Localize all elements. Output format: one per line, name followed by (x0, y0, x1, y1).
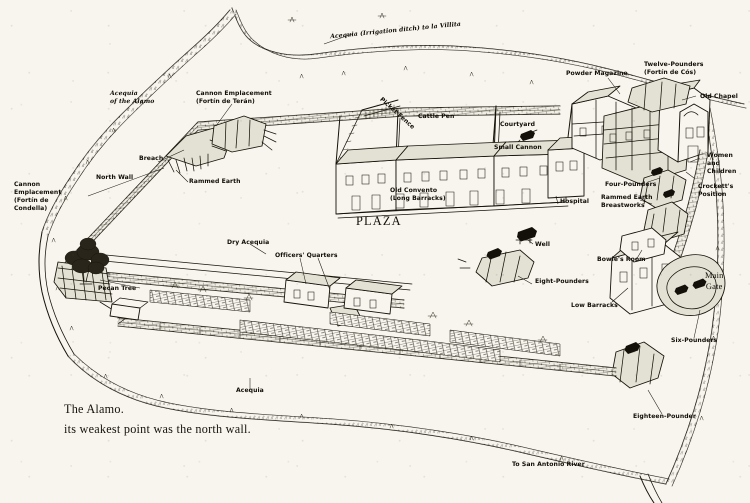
label-crocketts-position: Crockett's Position (698, 183, 734, 199)
label-leader-lines (87, 33, 701, 415)
label-twelve-pounders-cos: Twelve-Pounders (Fortín de Cós) (644, 61, 704, 77)
label-powder-magazine: Powder Magazine (566, 70, 628, 77)
label-old-chapel: Old Chapel (700, 93, 738, 100)
label-pecan-tree: Pecan Tree (98, 285, 137, 292)
label-rammed-earth: Rammed Earth (189, 178, 241, 185)
twelve-pounders-cos-structure (627, 77, 691, 113)
label-four-pounders: Four-Pounders (605, 181, 657, 188)
south-wall-structure (99, 301, 617, 377)
cannon-emplacement-teran-structure (211, 115, 277, 153)
eighteen-pounder-structure (611, 341, 665, 389)
label-courtyard: Courtyard (500, 121, 535, 128)
picket-fence-structure (335, 99, 401, 165)
label-officers-quarters: Officers' Quarters (275, 252, 338, 259)
label-north-wall: North Wall (96, 174, 134, 181)
caption-line-1: The Alamo. (64, 402, 125, 416)
label-dry-acequia: Dry Acequia (227, 239, 270, 246)
label-plaza: PLAZA (356, 214, 402, 228)
label-cannon-emplacement-condella: Cannon Emplacement (Fortín de Condella) (14, 181, 62, 213)
label-six-pounders: Six-Pounders (671, 337, 718, 344)
caption-line-2: its weakest point was the north wall. (64, 421, 251, 436)
label-bowies-room: Bowie's Room (597, 256, 646, 263)
pecan-tree (64, 237, 110, 285)
label-main-gate: Main Gate (705, 271, 724, 292)
label-low-barracks: Low Barracks (571, 302, 618, 309)
label-acequia-of-the-alamo: Acequia of the Alamo (110, 90, 155, 106)
label-eighteen-pounder: Eighteen-Pounder (633, 413, 696, 420)
plaza-debris (169, 281, 548, 343)
label-acequia-south: Acequia (236, 387, 264, 394)
well-icon (515, 227, 537, 245)
bowies-room-structure (619, 227, 667, 263)
label-cattle-pen: Cattle Pen (418, 113, 455, 120)
label-women-and-children: Women and Children (707, 152, 737, 176)
label-rammed-earth-breastworks: Rammed Earth Breastworks (601, 194, 653, 210)
label-breach: Breach (139, 155, 164, 162)
outbuilding-southwest (109, 297, 149, 321)
caption-block: The Alamo. its weakest point was the nor… (64, 400, 251, 440)
main-gate-structure (656, 254, 726, 316)
north-wall-structure (59, 105, 561, 277)
label-small-cannon: Small Cannon (494, 144, 542, 151)
west-wall-structure (59, 251, 561, 357)
label-to-san-antonio-river: To San Antonio River (512, 461, 585, 468)
label-eight-pounders: Eight-Pounders (535, 278, 589, 285)
label-old-convento: Old Convento (Long Barracks) (390, 187, 446, 203)
label-hospital: Hospital (560, 198, 590, 205)
label-well: Well (535, 241, 551, 248)
scrub-tufts (51, 12, 720, 461)
eight-pounders-structure (457, 248, 535, 287)
four-pounders-icon (651, 167, 675, 198)
officers-quarters-structure (283, 271, 341, 309)
six-pounders-icon (674, 278, 707, 295)
quarters-block-2 (343, 279, 403, 315)
label-cannon-emplacement-teran: Cannon Emplacement (Fortín de Terán) (196, 90, 272, 106)
